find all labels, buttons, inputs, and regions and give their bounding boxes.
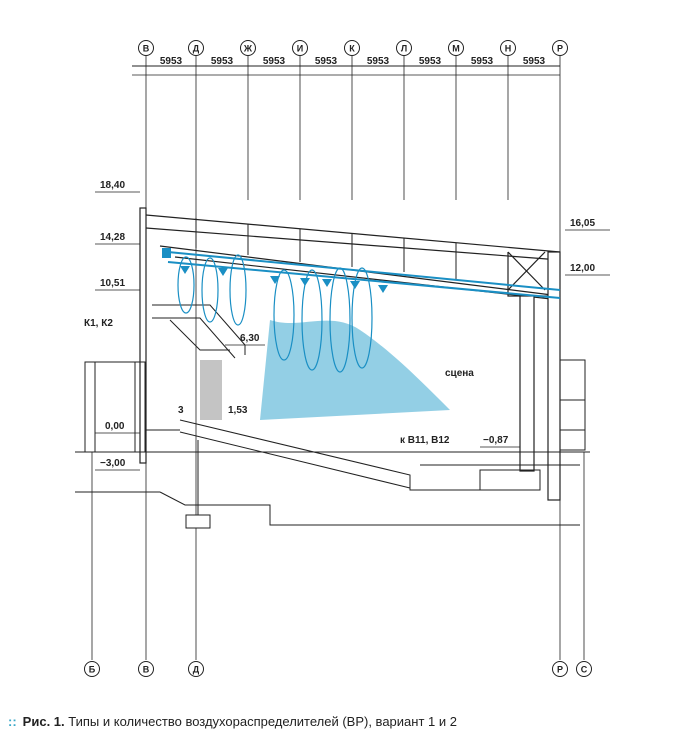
caption-bullet-icon: ::: [8, 714, 17, 729]
elevation-left-2: 10,51: [100, 278, 125, 289]
axis-marker-bottom: В: [138, 661, 154, 677]
elevation-right-0: 16,05: [570, 218, 595, 229]
elevation-left-1: 14,28: [100, 232, 125, 243]
axis-marker-bottom: С: [576, 661, 592, 677]
label-kb11: к В11, В12: [400, 435, 450, 446]
axis-marker-bottom: Б: [84, 661, 100, 677]
elevation-left-0: 18,40: [100, 180, 125, 191]
axis-marker-top: М: [448, 40, 464, 56]
label-elevation-630: 6,30: [240, 333, 260, 344]
axis-marker-top: И: [292, 40, 308, 56]
elevation-right-1: 12,00: [570, 263, 595, 274]
svg-text:М: М: [452, 44, 460, 54]
elevation-left-3: 0,00: [105, 421, 125, 432]
span-label: 5953: [211, 56, 234, 67]
svg-text:С: С: [581, 665, 588, 675]
span-label: 5953: [523, 56, 546, 67]
svg-text:Л: Л: [401, 44, 407, 54]
svg-text:Р: Р: [557, 665, 563, 675]
axis-marker-top: В: [138, 40, 154, 56]
axis-marker-top: Р: [552, 40, 568, 56]
label-elevation-153: 1,53: [228, 405, 248, 416]
caption-number: Рис. 1.: [22, 714, 65, 729]
svg-text:Н: Н: [505, 44, 512, 54]
axis-marker-top: Д: [188, 40, 204, 56]
svg-text:Р: Р: [557, 44, 563, 54]
axis-marker-bottom: Д: [188, 661, 204, 677]
axis-marker-top: Н: [500, 40, 516, 56]
svg-text:Ж: Ж: [243, 44, 253, 54]
svg-text:К: К: [349, 44, 355, 54]
svg-text:Д: Д: [193, 44, 200, 54]
svg-text:И: И: [297, 44, 303, 54]
label-stage: сцена: [445, 368, 474, 379]
axis-marker-top: Л: [396, 40, 412, 56]
svg-text:Б: Б: [89, 665, 96, 675]
axis-marker-top: К: [344, 40, 360, 56]
svg-text:В: В: [143, 665, 150, 675]
elevation-right-2: −0,87: [483, 435, 509, 446]
span-label: 5953: [263, 56, 286, 67]
span-label: 5953: [471, 56, 494, 67]
figure-caption: ::Рис. 1. Типы и количество воздухораспр…: [8, 714, 668, 729]
elevation-left-4: −3,00: [100, 458, 126, 469]
caption-text: Типы и количество воздухораспределителей…: [68, 714, 457, 729]
span-label: 5953: [367, 56, 390, 67]
label-3: 3: [178, 405, 184, 416]
label-k1k2: К1, К2: [84, 318, 113, 329]
span-label: 5953: [419, 56, 442, 67]
svg-text:Д: Д: [193, 665, 200, 675]
section-drawing: 18,40 14,28 10,51 0,00 −3,00 16,05 12,00…: [75, 40, 610, 677]
svg-text:В: В: [143, 44, 150, 54]
axis-marker-bottom: Р: [552, 661, 568, 677]
span-label: 5953: [315, 56, 338, 67]
axis-marker-top: Ж: [240, 40, 256, 56]
span-label: 5953: [160, 56, 183, 67]
